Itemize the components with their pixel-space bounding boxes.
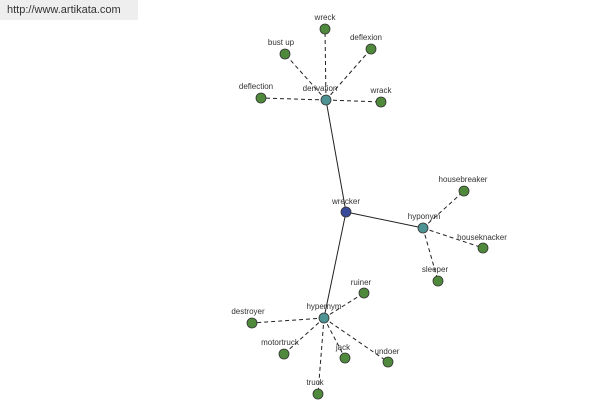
edge-derivation-deflexion: [325, 48, 372, 101]
node-wreck[interactable]: wreck: [314, 13, 337, 35]
node-label-ruiner: ruiner: [351, 278, 372, 287]
node-derivation[interactable]: derivation: [303, 84, 338, 106]
node-label-deflexion: deflexion: [350, 33, 382, 42]
edges-layer: [251, 28, 484, 395]
node-label-deflection: deflection: [239, 82, 273, 91]
node-dot-houseknacker[interactable]: [477, 242, 489, 254]
node-dot-motortruck[interactable]: [278, 348, 290, 360]
node-dot-undoer[interactable]: [382, 356, 394, 368]
node-label-hypernym: hypernym: [306, 302, 341, 311]
node-label-housebreaker: housebreaker: [439, 175, 488, 184]
node-label-houseknacker: houseknacker: [457, 233, 507, 242]
node-hypernym[interactable]: hypernym: [306, 302, 342, 324]
edge-hyponym-houseknacker: [422, 227, 484, 249]
node-motortruck[interactable]: motortruck: [261, 338, 300, 360]
node-dot-ruiner[interactable]: [358, 287, 370, 299]
edge-hypernym-truck: [317, 317, 325, 395]
node-deflection[interactable]: deflection: [239, 82, 273, 104]
node-wrecker[interactable]: wrecker: [331, 197, 360, 218]
node-undoer[interactable]: undoer: [375, 347, 400, 368]
node-dot-hypernym[interactable]: [318, 312, 330, 324]
node-dot-sleeper[interactable]: [432, 275, 444, 287]
node-dot-housebreaker[interactable]: [458, 185, 470, 197]
node-truck[interactable]: truck: [306, 378, 325, 400]
node-dot-destroyer[interactable]: [246, 317, 258, 329]
edge-wrecker-derivation: [325, 99, 347, 213]
node-dot-hyponym[interactable]: [417, 222, 429, 234]
edge-derivation-wreck: [324, 28, 327, 101]
node-ruiner[interactable]: ruiner: [351, 278, 372, 299]
node-label-wrecker: wrecker: [331, 197, 360, 206]
node-houseknacker[interactable]: houseknacker: [457, 233, 507, 254]
edge-wrecker-hyponym: [345, 211, 424, 229]
node-label-bust_up: bust up: [268, 38, 295, 47]
edge-derivation-wrack: [325, 99, 382, 103]
edge-hypernym-undoer: [323, 317, 389, 363]
node-label-derivation: derivation: [303, 84, 338, 93]
nodes-layer: wrecker derivation hyponym hypernym wreck bus…: [231, 13, 507, 400]
node-hyponym[interactable]: hyponym: [408, 212, 441, 234]
edge-derivation-bust_up: [284, 53, 327, 101]
node-label-destroyer: destroyer: [231, 307, 265, 316]
node-label-truck: truck: [306, 378, 324, 387]
node-dot-deflexion[interactable]: [365, 43, 377, 55]
node-label-motortruck: motortruck: [261, 338, 300, 347]
node-sleeper[interactable]: sleeper: [422, 265, 449, 287]
edge-hypernym-motortruck: [283, 317, 325, 355]
node-label-wrack: wrack: [370, 86, 393, 95]
source-url-banner[interactable]: http://www.artikata.com: [0, 0, 138, 20]
node-label-jack: jack: [335, 343, 351, 352]
node-deflexion[interactable]: deflexion: [350, 33, 382, 55]
node-label-hyponym: hyponym: [408, 212, 441, 221]
node-dot-wrack[interactable]: [375, 96, 387, 108]
node-dot-bust_up[interactable]: [279, 48, 291, 60]
node-dot-wrecker[interactable]: [340, 206, 352, 218]
node-label-wreck: wreck: [314, 13, 337, 22]
node-dot-derivation[interactable]: [320, 94, 332, 106]
edge-wrecker-hypernym: [323, 211, 347, 319]
node-wrack[interactable]: wrack: [370, 86, 393, 108]
edge-hypernym-jack: [323, 317, 346, 359]
node-dot-deflection[interactable]: [255, 92, 267, 104]
node-label-undoer: undoer: [375, 347, 400, 356]
edge-hyponym-sleeper: [422, 227, 439, 282]
edge-hypernym-destroyer: [251, 317, 325, 324]
node-bust_up[interactable]: bust up: [268, 38, 295, 60]
edge-hypernym-ruiner: [323, 292, 365, 319]
edge-hyponym-housebreaker: [422, 190, 465, 229]
node-dot-wreck[interactable]: [319, 23, 331, 35]
node-destroyer[interactable]: destroyer: [231, 307, 265, 329]
node-label-sleeper: sleeper: [422, 265, 449, 274]
node-jack[interactable]: jack: [335, 343, 351, 364]
node-dot-jack[interactable]: [339, 352, 351, 364]
edge-derivation-deflection: [260, 97, 327, 101]
node-dot-truck[interactable]: [312, 388, 324, 400]
node-housebreaker[interactable]: housebreaker: [439, 175, 488, 197]
